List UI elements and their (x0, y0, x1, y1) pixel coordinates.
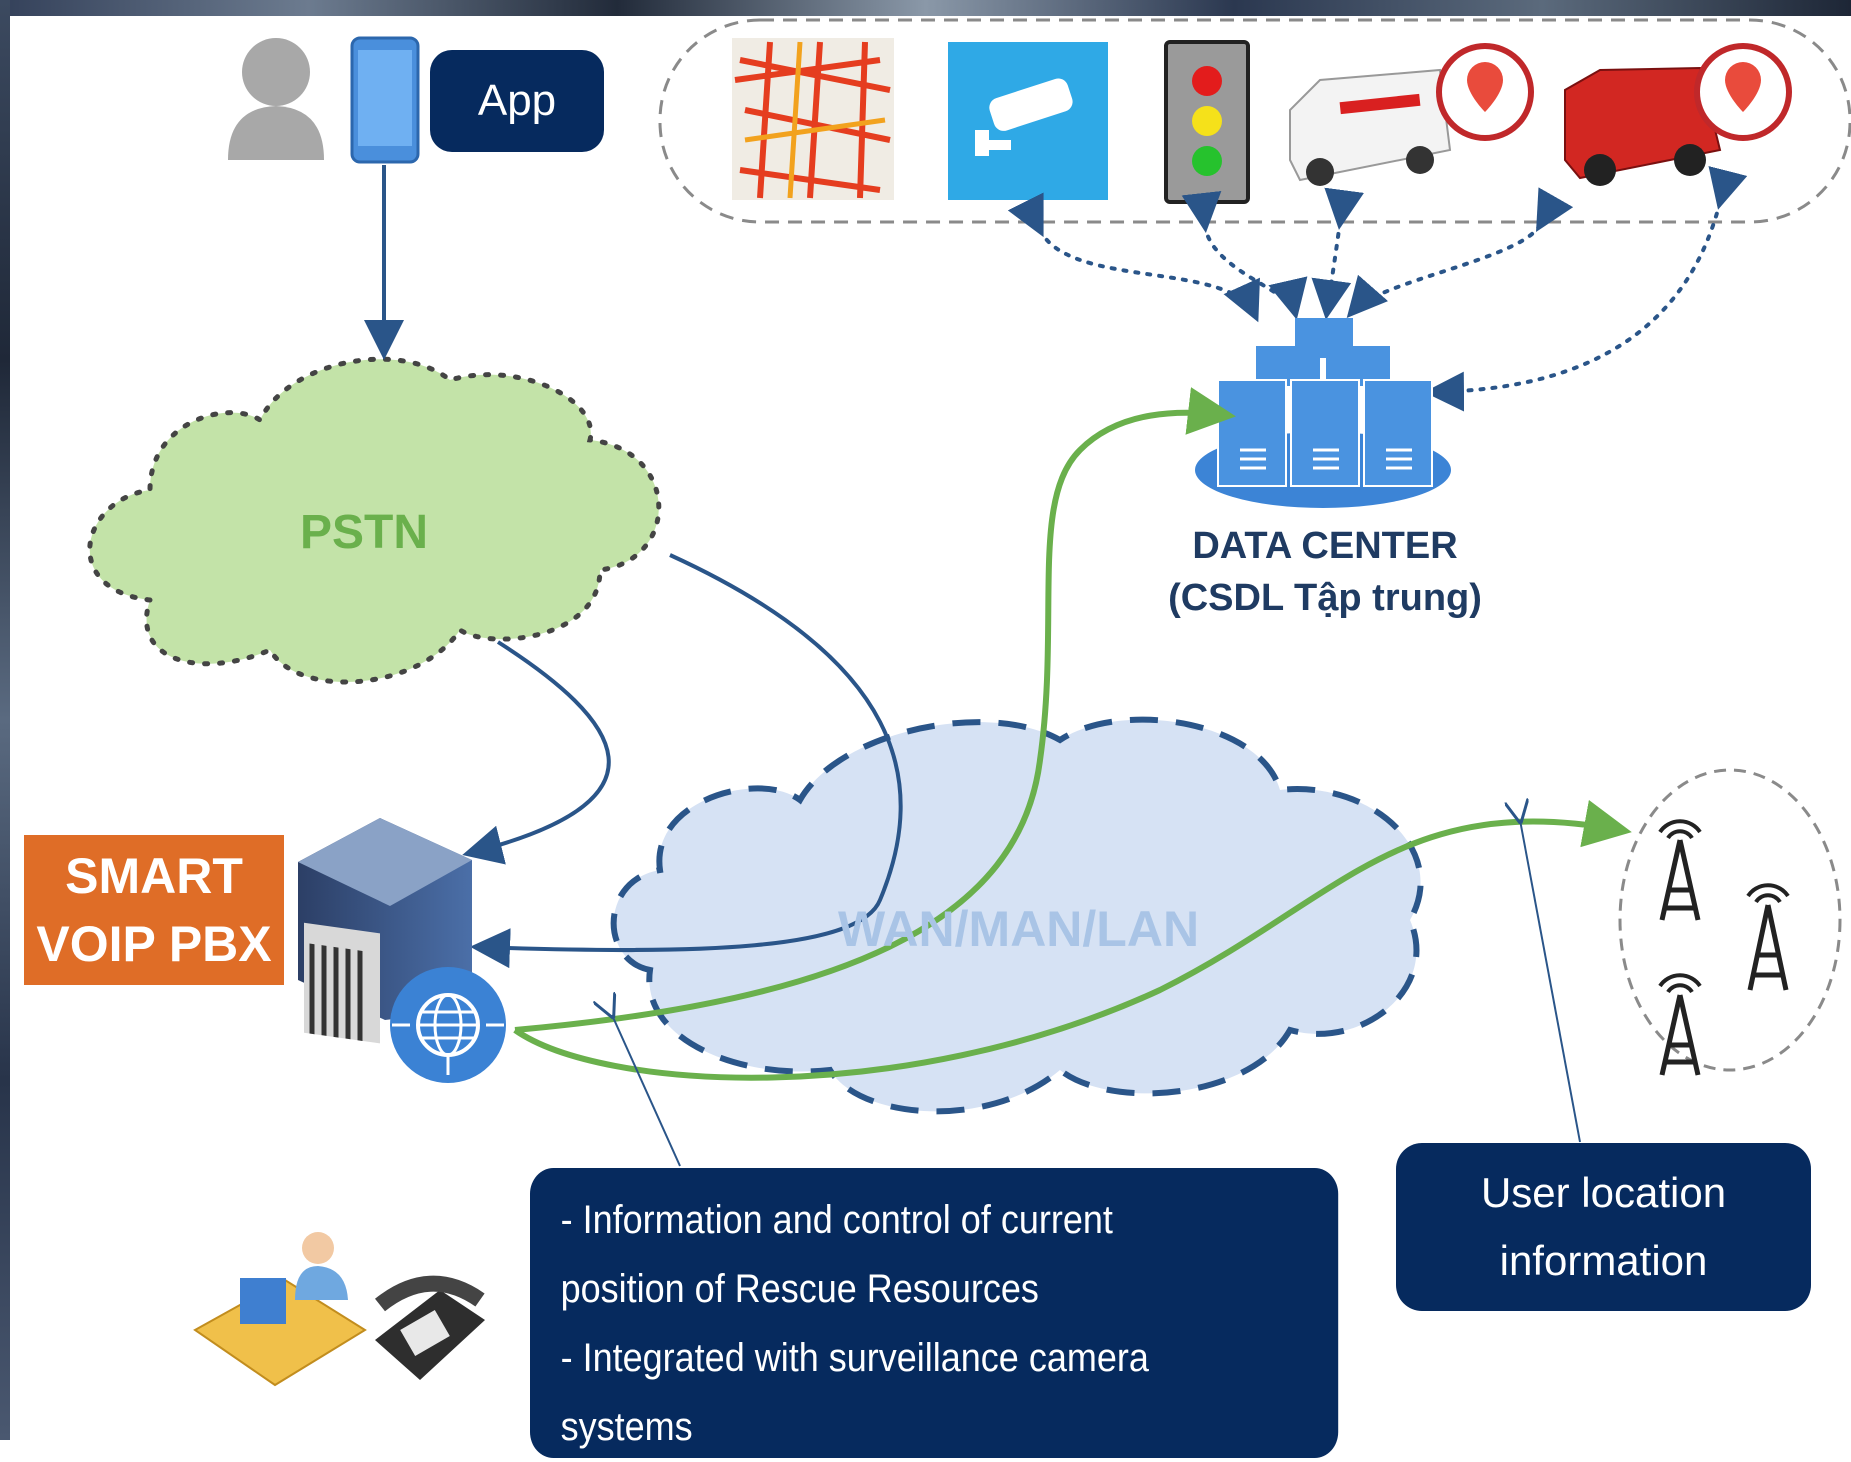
pbx-line2: VOIP PBX (36, 916, 272, 972)
rescue-info-box: - Information and control of current pos… (530, 1168, 1339, 1458)
green-links (513, 387, 1632, 1081)
operator-icon (193, 1232, 367, 1387)
app-label: App (477, 76, 557, 125)
wan-cloud (610, 716, 1424, 1115)
location-line1: User location (1480, 1169, 1727, 1216)
data-center-label: DATA CENTER (CSDL Tập trung) (1150, 520, 1500, 624)
left-border-strip (0, 0, 10, 1440)
traffic-map-icon (732, 38, 894, 200)
ambulance-icon (1289, 43, 1534, 186)
towers-icon (1658, 819, 1790, 1076)
pstn-label: PSTN (300, 506, 429, 559)
camera-icon (948, 42, 1108, 200)
info-line3: - Integrated with surveillance camera (560, 1336, 1149, 1380)
wan-label: WAN/MAN/LAN (838, 901, 1200, 957)
towers-group-outline (1618, 768, 1842, 1072)
blue-links (364, 165, 903, 969)
callout-lines (612, 820, 1581, 1167)
pbx-server-icon (298, 818, 472, 1044)
desk-phone-icon (375, 1275, 485, 1380)
server-icon (1195, 318, 1451, 508)
app-label-box: App (430, 50, 604, 152)
pbx-line1: SMART (65, 848, 243, 904)
phone-icon (350, 36, 420, 164)
data-center-dotted-links (1007, 166, 1748, 412)
data-center-line2: (CSDL Tập trung) (1168, 577, 1482, 619)
traffic-light-icon (1164, 40, 1250, 204)
globe-icon (390, 967, 506, 1083)
info-line2: position of Rescue Resources (560, 1267, 1039, 1311)
pstn-cloud (87, 356, 662, 685)
user-icon (228, 38, 324, 160)
info-line1: - Information and control of current (560, 1198, 1113, 1242)
data-center-line1: DATA CENTER (1192, 525, 1458, 567)
location-line2: information (1499, 1237, 1708, 1284)
fire-truck-icon (1564, 43, 1792, 186)
smart-voip-pbx-label: SMART VOIP PBX (24, 835, 284, 985)
info-line4: systems (560, 1405, 693, 1449)
top-border-strip (0, 0, 1851, 16)
user-location-box: User location information (1396, 1143, 1811, 1311)
